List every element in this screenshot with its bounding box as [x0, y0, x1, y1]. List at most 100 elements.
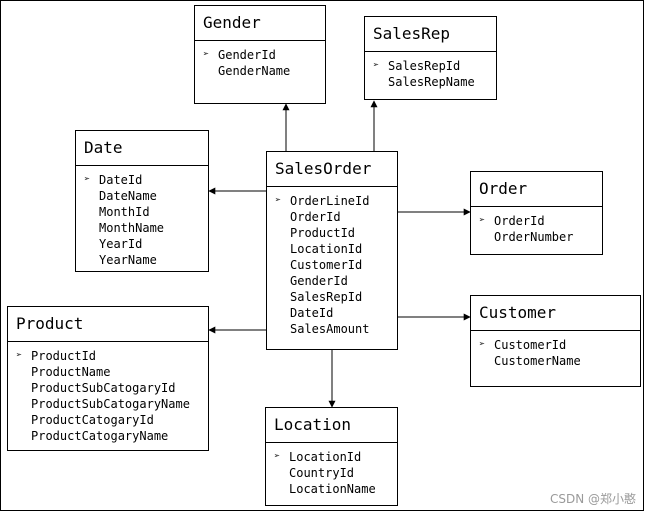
entity-title-order: Order	[471, 172, 602, 207]
key-arrow-icon: ➢	[203, 49, 210, 60]
entity-title-customer: Customer	[471, 296, 640, 331]
entity-title-location: Location	[266, 408, 397, 443]
field-label: GenderName	[218, 64, 291, 78]
watermark: CSDN @郑小憨	[549, 492, 636, 506]
field-label: YearName	[99, 253, 157, 267]
field-item: CustomerId	[275, 257, 397, 273]
field-label: LocationName	[289, 482, 376, 496]
primary-key-field: ➢ OrderId	[479, 213, 602, 229]
key-arrow-icon: ➢	[373, 60, 380, 71]
field-spacer	[275, 257, 290, 273]
field-item: MonthId	[84, 204, 208, 220]
field-spacer	[203, 63, 218, 79]
field-item: OrderId	[275, 209, 397, 225]
primary-key-field: ➢ ProductId	[16, 348, 208, 364]
field-label: CustomerId	[290, 258, 363, 272]
field-spacer	[16, 412, 31, 428]
field-spacer	[275, 273, 290, 289]
field-label: ProductCatogaryName	[31, 429, 169, 443]
field-item: SalesRepId	[275, 289, 397, 305]
field-item: ProductSubCatogaryName	[16, 396, 208, 412]
field-spacer	[16, 380, 31, 396]
field-spacer	[84, 188, 99, 204]
field-spacer	[275, 321, 290, 337]
field-item: GenderName	[203, 63, 325, 79]
field-spacer	[275, 209, 290, 225]
field-label: OrderId	[494, 214, 545, 228]
field-label: CustomerName	[494, 354, 581, 368]
field-spacer	[84, 252, 99, 268]
field-spacer	[84, 220, 99, 236]
field-label: ProductSubCatogaryName	[31, 397, 190, 411]
field-label: SalesRepId	[388, 59, 461, 73]
field-label: LocationId	[289, 450, 362, 464]
field-label: ProductName	[31, 365, 111, 379]
field-label: ProductCatogaryId	[31, 413, 154, 427]
entity-title-product: Product	[8, 307, 208, 342]
field-item: DateId	[275, 305, 397, 321]
field-label: CountryId	[289, 466, 355, 480]
field-spacer	[275, 305, 290, 321]
primary-key-field: ➢ DateId	[84, 172, 208, 188]
field-spacer	[373, 74, 388, 90]
field-item: ProductCatogaryName	[16, 428, 208, 444]
field-item: OrderNumber	[479, 229, 602, 245]
key-arrow-icon: ➢	[479, 215, 486, 226]
field-item: CountryId	[274, 465, 397, 481]
field-item: SalesAmount	[275, 321, 397, 337]
field-item: ProductId	[275, 225, 397, 241]
field-item: LocationId	[275, 241, 397, 257]
field-spacer	[275, 289, 290, 305]
field-label: OrderId	[290, 210, 341, 224]
primary-key-field: ➢ CustomerId	[479, 337, 640, 353]
field-spacer	[275, 225, 290, 241]
field-spacer	[16, 428, 31, 444]
field-label: DateId	[290, 306, 334, 320]
key-arrow-icon: ➢	[16, 350, 23, 361]
entity-title-gender: Gender	[195, 6, 325, 41]
field-label: MonthId	[99, 205, 150, 219]
field-spacer	[274, 481, 289, 497]
field-label: CustomerId	[494, 338, 567, 352]
key-arrow-icon: ➢	[275, 195, 282, 206]
field-item: ProductSubCatogaryId	[16, 380, 208, 396]
field-item: YearName	[84, 252, 208, 268]
entity-title-salesrep: SalesRep	[365, 17, 496, 52]
field-spacer	[274, 465, 289, 481]
field-spacer	[16, 364, 31, 380]
field-item: YearId	[84, 236, 208, 252]
primary-key-field: ➢ SalesRepId	[373, 58, 496, 74]
field-label: DateName	[99, 189, 157, 203]
key-arrow-icon: ➢	[84, 174, 91, 185]
field-item: MonthName	[84, 220, 208, 236]
primary-key-field: ➢GenderId	[203, 47, 325, 63]
field-spacer	[84, 236, 99, 252]
field-label: ProductId	[290, 226, 356, 240]
field-label: ProductId	[31, 349, 97, 363]
field-item: ProductCatogaryId	[16, 412, 208, 428]
field-spacer	[275, 241, 290, 257]
field-label: LocationId	[290, 242, 363, 256]
field-label: DateId	[99, 173, 143, 187]
field-item: DateName	[84, 188, 208, 204]
field-item: ProductName	[16, 364, 208, 380]
field-label: YearId	[99, 237, 143, 251]
field-spacer	[84, 204, 99, 220]
key-arrow-icon: ➢	[479, 339, 486, 350]
